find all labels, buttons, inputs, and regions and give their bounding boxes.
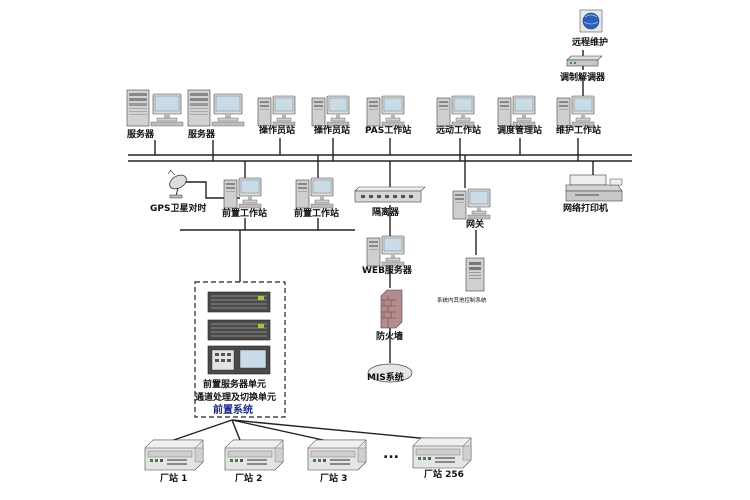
maintenance-workstation-icon — [556, 95, 595, 127]
label-remote-maint: 远程维护 — [572, 36, 608, 48]
label-front-system: 前置系统 — [213, 403, 253, 416]
label-operator-2: 操作员站 — [314, 124, 350, 136]
gateway-icon — [452, 188, 491, 220]
label-dispatch: 调度管理站 — [497, 124, 542, 136]
label-server-1: 服务器 — [127, 128, 155, 140]
channel-switch-unit-icon — [207, 345, 271, 375]
label-station-2: 厂站 2 — [235, 472, 262, 484]
printer-icon — [565, 174, 623, 202]
station-256-icon — [412, 437, 472, 469]
pas-workstation-icon — [366, 95, 405, 127]
front-server-rack-2-icon — [207, 319, 271, 341]
operator-station-2-icon — [311, 95, 350, 127]
label-maint-ws: 维护工作站 — [556, 124, 601, 136]
label-channel-unit: 通道处理及切换单元 — [195, 391, 276, 403]
label-other-ctrl: 系统内其他控制系统 — [437, 296, 487, 304]
label-station-1: 厂站 1 — [160, 472, 187, 484]
network-lines — [128, 50, 632, 443]
satellite-dish-icon — [167, 169, 187, 199]
label-station-3: 厂站 3 — [320, 472, 347, 484]
label-gps: GPS卫星对时 — [150, 202, 206, 214]
front-workstation-1-icon — [223, 177, 262, 209]
label-firewall: 防火墙 — [376, 330, 403, 342]
label-front-srv-unit: 前置服务器单元 — [203, 378, 266, 390]
web-server-icon — [366, 235, 405, 267]
station-3-icon — [307, 439, 367, 471]
isolator-icon — [354, 186, 426, 203]
label-station-256: 厂站 256 — [424, 468, 464, 480]
label-gateway: 网关 — [466, 218, 484, 230]
label-mis: MIS系统 — [367, 371, 404, 383]
mis-system-ellipse — [367, 363, 413, 383]
globe-icon — [579, 9, 603, 33]
dispatch-station-icon — [497, 95, 536, 127]
control-system-icon — [465, 257, 485, 292]
front-system-box — [194, 281, 286, 418]
firewall-icon — [380, 289, 403, 329]
front-server-rack-1-icon — [207, 291, 271, 313]
label-printer: 网络打印机 — [563, 202, 608, 214]
server-2-icon — [187, 89, 245, 127]
station-1-icon — [144, 439, 204, 471]
label-isolator: 隔离器 — [372, 206, 400, 218]
label-server-2: 服务器 — [188, 128, 216, 140]
label-front-2: 前置工作站 — [294, 207, 339, 219]
label-pas: PAS工作站 — [365, 124, 411, 136]
label-operator-1: 操作员站 — [259, 124, 295, 136]
server-1-icon — [126, 89, 184, 127]
label-remote-ws: 远动工作站 — [436, 124, 481, 136]
label-web: WEB服务器 — [362, 264, 413, 276]
front-workstation-2-icon — [295, 177, 334, 209]
station-2-icon — [224, 439, 284, 471]
remote-workstation-icon — [436, 95, 475, 127]
label-front-1: 前置工作站 — [222, 207, 267, 219]
ellipsis: ... — [383, 446, 399, 462]
label-modem: 调制解调器 — [560, 71, 606, 83]
modem-icon — [566, 55, 603, 67]
operator-station-1-icon — [257, 95, 296, 127]
